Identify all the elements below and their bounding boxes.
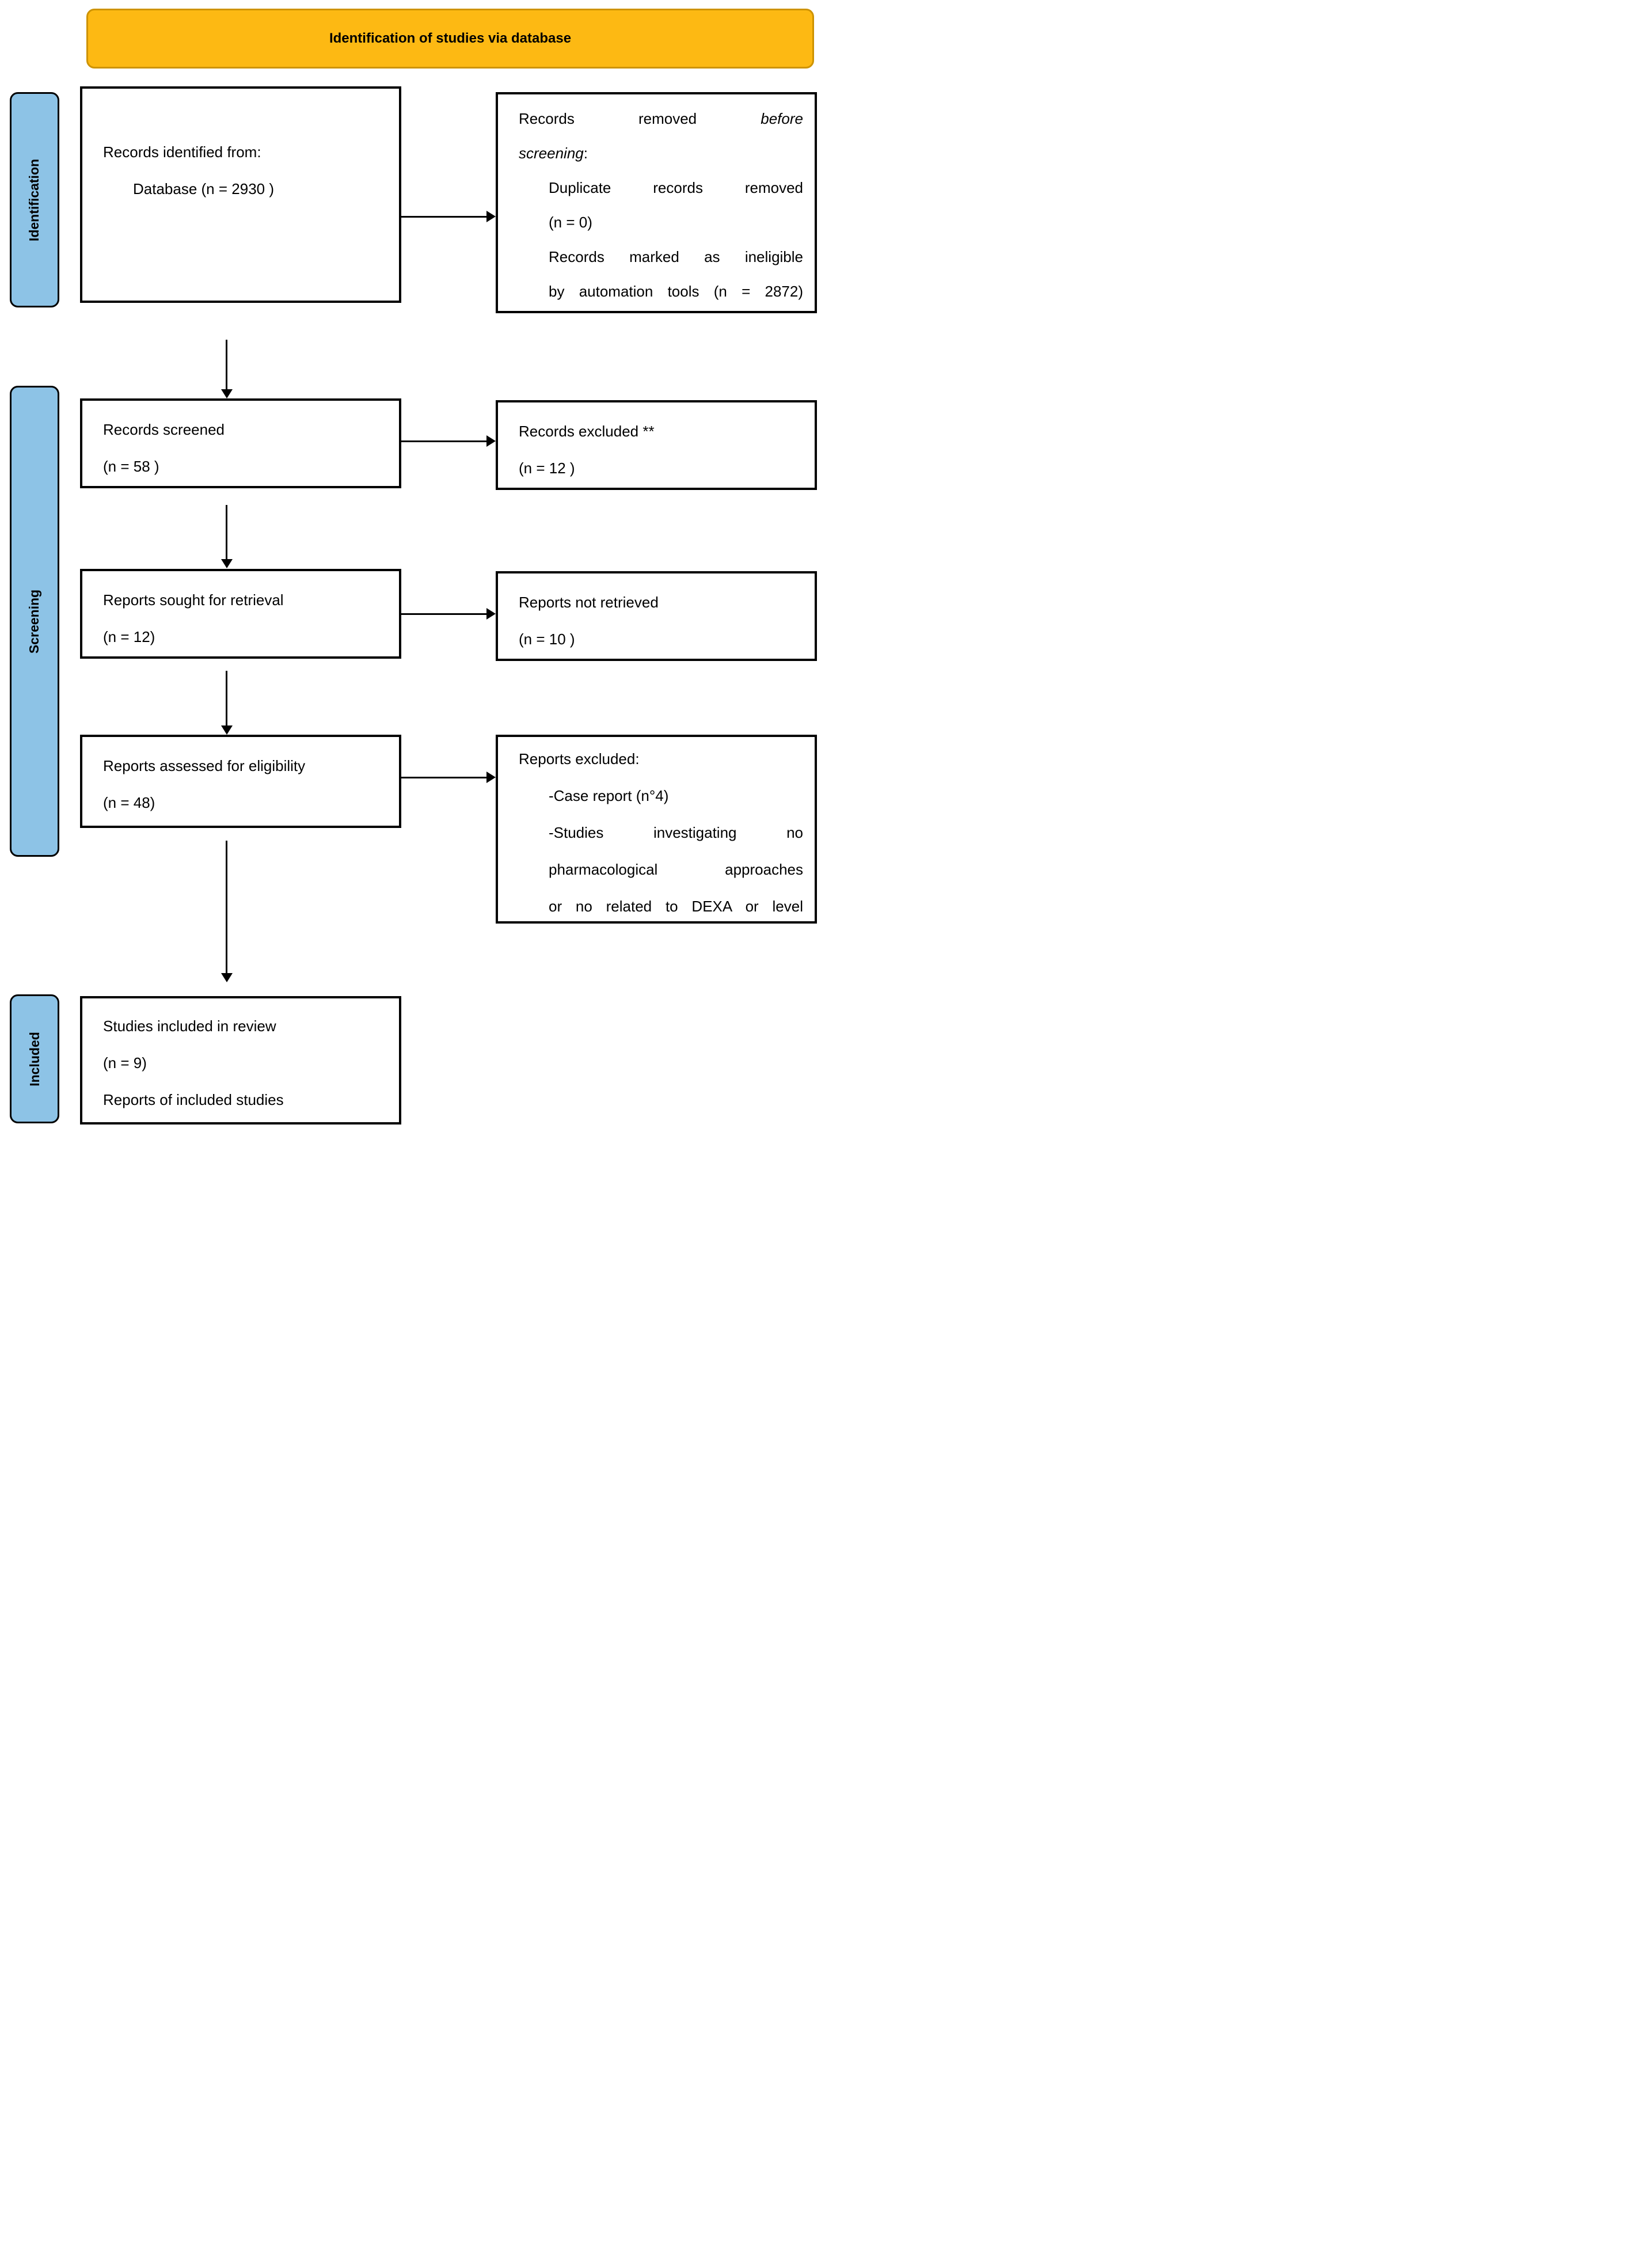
stage-label-screening-text: Screening [26,589,42,654]
records-removed-line-5: Records marked as ineligible [549,248,803,265]
reports-assessed-line-1: Reports assessed for eligibility [103,757,306,774]
arrow-screened-to-sought-line [226,505,227,560]
arrow-screened-to-excluded-line [401,440,487,442]
stage-label-identification-text: Identification [26,158,42,241]
box-records-removed: Records removed before screening: Duplic… [496,92,817,313]
arrow-sought-to-not-retrieved-head [486,608,496,620]
arrow-assessed-to-included-head [221,973,233,982]
studies-included-line-3: Reports of included studies [103,1091,284,1108]
records-excluded-line-2: (n = 12 ) [519,459,575,477]
reports-excluded-line-3: -Studies investigating no [549,824,803,841]
reports-assessed-line-2: (n = 48) [103,794,155,811]
arrow-assessed-to-excluded-head [486,772,496,783]
records-removed-line-3: Duplicate records removed [549,179,803,196]
box-records-excluded: Records excluded ** (n = 12 ) [496,400,817,490]
box-reports-excluded: Reports excluded: -Case report (n°4) -St… [496,735,817,924]
reports-excluded-line-4: pharmacological approaches [549,861,803,878]
records-screened-line-2: (n = 58 ) [103,458,159,475]
arrow-identified-to-screened-head [221,389,233,398]
records-excluded-line-1: Records excluded ** [519,423,655,440]
reports-excluded-line-1: Reports excluded: [519,750,640,768]
reports-excluded-line-5: or no related to DEXA or level [549,898,803,915]
box-records-identified: Records identified from: Database (n = 2… [80,86,401,303]
records-identified-line-2: Database (n = 2930 ) [133,180,274,197]
stage-label-included-text: Included [26,1031,42,1086]
arrow-assessed-to-included-line [226,841,227,973]
reports-not-retrieved-line-1: Reports not retrieved [519,594,659,611]
reports-excluded-line-2: -Case report (n°4) [549,787,669,804]
records-removed-line-4: (n = 0) [549,214,592,231]
arrow-screened-to-excluded-head [486,435,496,447]
studies-included-line-1: Studies included in review [103,1017,276,1035]
stage-label-screening: Screening [10,386,59,857]
arrow-screened-to-sought-head [221,559,233,568]
records-removed-line-1: Records removed before [519,110,803,127]
box-reports-sought: Reports sought for retrieval (n = 12) [80,569,401,659]
arrow-sought-to-not-retrieved-line [401,613,487,615]
header-banner: Identification of studies via database [86,9,814,69]
stage-label-identification: Identification [10,92,59,307]
header-title: Identification of studies via database [329,31,572,46]
arrow-identified-to-removed-head [486,211,496,222]
arrow-identified-to-screened-line [226,340,227,389]
box-reports-assessed: Reports assessed for eligibility (n = 48… [80,735,401,828]
prisma-flow-diagram: Identification of studies via database I… [0,0,825,1134]
studies-included-line-2: (n = 9) [103,1054,147,1072]
arrow-sought-to-assessed-line [226,671,227,726]
reports-not-retrieved-line-2: (n = 10 ) [519,630,575,648]
records-screened-line-1: Records screened [103,421,225,438]
arrow-assessed-to-excluded-line [401,777,487,778]
records-identified-line-1: Records identified from: [103,143,261,161]
box-records-screened: Records screened (n = 58 ) [80,398,401,488]
reports-sought-line-2: (n = 12) [103,628,155,645]
records-removed-line-6: by automation tools (n = 2872) [549,283,803,300]
box-reports-not-retrieved: Reports not retrieved (n = 10 ) [496,571,817,661]
box-studies-included: Studies included in review (n = 9) Repor… [80,996,401,1124]
arrow-sought-to-assessed-head [221,725,233,735]
arrow-identified-to-removed-line [401,216,487,218]
records-removed-line-2: screening: [519,145,588,162]
reports-sought-line-1: Reports sought for retrieval [103,591,284,609]
stage-label-included: Included [10,994,59,1123]
